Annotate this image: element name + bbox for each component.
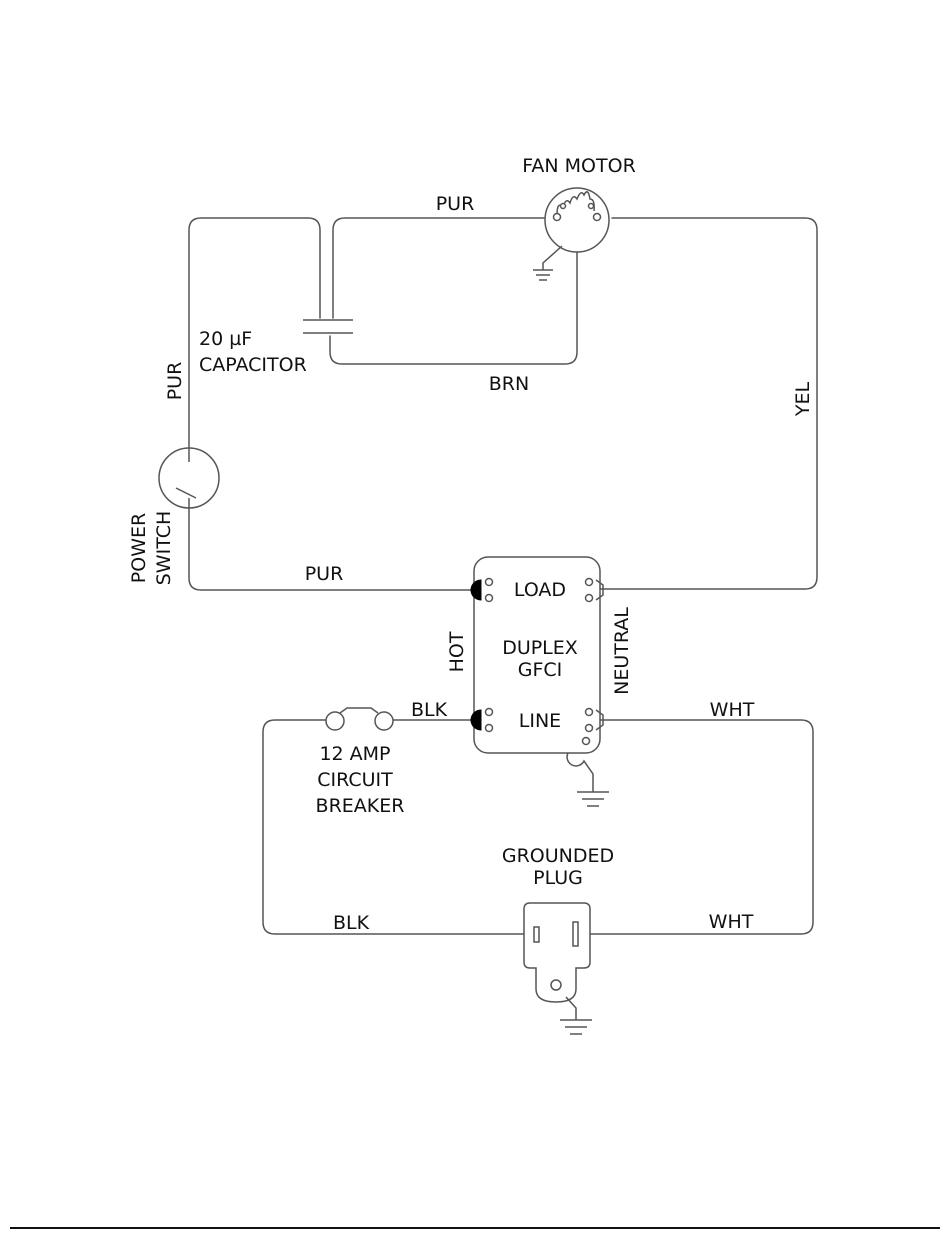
label-wire-pur-top: PUR — [436, 193, 475, 215]
capacitor-symbol — [303, 320, 353, 333]
label-gfci-line1: DUPLEX — [502, 637, 578, 659]
label-gfci-hot: HOT — [446, 631, 468, 672]
label-wire-blk-breaker: BLK — [411, 699, 448, 721]
power-switch — [159, 448, 219, 508]
label-plug-line1: GROUNDED — [502, 845, 614, 867]
label-gfci-load: LOAD — [514, 579, 566, 601]
label-power-switch-line2: SWITCH — [153, 511, 175, 586]
wire-wht-gfci-to-plug — [575, 720, 813, 934]
label-breaker-line3: BREAKER — [316, 795, 405, 817]
fan-motor — [533, 188, 609, 280]
label-power-switch-line1: POWER — [128, 513, 150, 583]
label-gfci-neutral: NEUTRAL — [611, 607, 633, 695]
label-wire-pur-bottom: PUR — [305, 563, 344, 585]
label-capacitor: CAPACITOR — [199, 354, 307, 376]
label-wire-blk-bottom: BLK — [333, 912, 370, 934]
label-wire-yel: YEL — [792, 381, 814, 417]
label-plug-line2: PLUG — [533, 867, 583, 889]
label-gfci-line: LINE — [519, 710, 561, 732]
label-capacitor-value: 20 µF — [199, 328, 252, 350]
label-wire-wht-line: WHT — [710, 699, 755, 721]
wire-yel-motor-to-gfci — [600, 218, 817, 589]
circuit-breaker — [326, 708, 393, 730]
label-wire-wht-bottom: WHT — [709, 911, 754, 933]
wire-brn-capacitor-to-motor — [330, 252, 577, 364]
label-breaker-line1: 12 AMP — [319, 743, 390, 765]
label-fan-motor: FAN MOTOR — [522, 155, 636, 177]
label-wire-brn: BRN — [489, 373, 529, 395]
label-wire-pur-left: PUR — [164, 362, 186, 401]
label-gfci-line2: GFCI — [518, 659, 563, 681]
grounded-plug — [524, 903, 592, 1034]
label-breaker-line2: CIRCUIT — [317, 769, 393, 791]
wire-pur-capacitor-to-motor — [333, 218, 545, 318]
